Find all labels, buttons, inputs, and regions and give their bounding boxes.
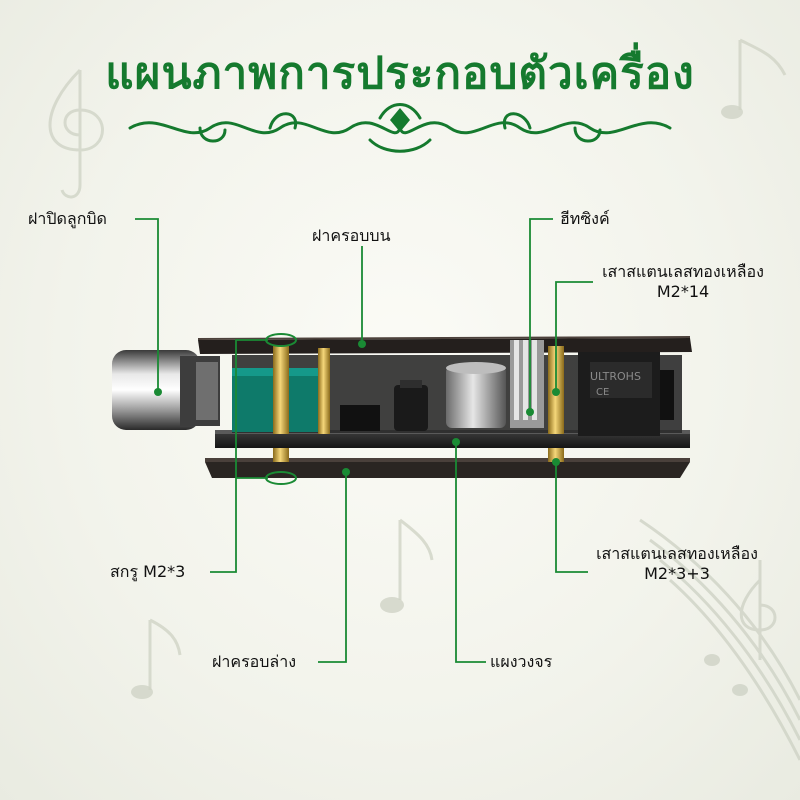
leader-knob-cap (135, 218, 159, 392)
label-screw: สกรู M2*3 (110, 562, 186, 581)
label-standoff-m2-14-line2: M2*14 (656, 282, 710, 301)
label-standoff-m2-3-3-line2: M2*3+3 (644, 564, 710, 583)
music-note-icon (398, 518, 434, 600)
top-cover-plate (198, 338, 692, 354)
heatsink (510, 340, 544, 428)
label-knob-cap: ฝาปิดลูกบิด (28, 209, 107, 228)
music-note-icon (148, 618, 182, 690)
standoff-mid (318, 348, 330, 434)
label-standoff-m2-3-3: เสาสแตนเลสทองเหลือง M2*3+3 (582, 544, 772, 584)
leader-bottom-cover (318, 472, 347, 663)
ce-mark: CE (596, 387, 609, 398)
label-standoff-m2-14-line1: เสาสแตนเลสทองเหลือง (602, 262, 764, 281)
transformer-mark: ULTROHS (590, 370, 641, 383)
standoff-left (273, 346, 289, 434)
inductor (394, 385, 428, 431)
label-heatsink: ฮีทซิงค์ (560, 209, 610, 228)
page-title: แผนภาพการประกอบตัวเครื่อง (105, 48, 695, 99)
music-note-icon (738, 38, 787, 110)
ic-chip (340, 405, 380, 431)
leader-standoff-33 (555, 462, 588, 573)
label-standoff-m2-3-3-line1: เสาสแตนเลสทองเหลือง (596, 544, 758, 563)
leader-heatsink (529, 218, 553, 412)
treble-clef-icon (739, 560, 777, 660)
label-top-cover: ฝาครอบบน (312, 226, 391, 245)
label-circuit-board: แผงวงจร (490, 652, 553, 671)
treble-clef-icon (48, 68, 104, 199)
capacitor (446, 366, 506, 428)
label-standoff-m2-14: เสาสแตนเลสทองเหลือง M2*14 (588, 262, 778, 302)
leader-screw (210, 339, 268, 573)
music-staff-icon (639, 518, 800, 761)
label-bottom-cover: ฝาครอบล่าง (212, 652, 297, 671)
leader-standoff-14 (555, 281, 593, 392)
leader-circuit-board (455, 442, 486, 663)
bottom-cover-plate (205, 462, 690, 478)
circuit-board (215, 432, 690, 448)
